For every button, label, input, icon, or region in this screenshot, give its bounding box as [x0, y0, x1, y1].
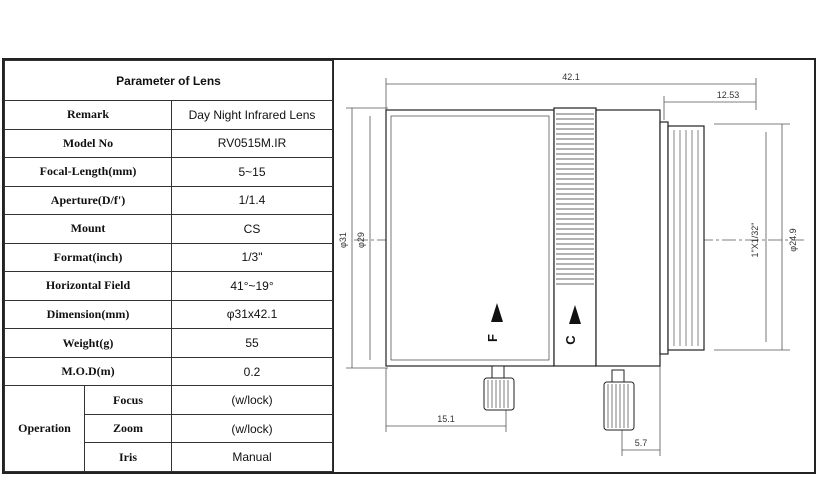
operation-zoom-value: (w/lock) [170, 413, 334, 444]
row-value-aperture: 1/1.4 [170, 185, 334, 216]
row-label-focal-length: Focal-Length(mm) [4, 157, 172, 187]
dim-total-length: 42.1 [562, 72, 580, 82]
lens-drawing: 42.1 12.53 φ31 φ29 1"X1/32" φ24.9 15.1 5… [338, 72, 804, 456]
zoom-screw-knob [603, 381, 635, 431]
dim-body-diameter: φ29 [356, 232, 366, 248]
dim-outer-diameter: φ31 [338, 232, 348, 248]
lens-drawing-panel: 42.1 12.53 φ31 φ29 1"X1/32" φ24.9 15.1 5… [334, 60, 816, 472]
zoom-ring [553, 107, 597, 367]
row-label-remark: Remark [4, 100, 172, 130]
table-title: Parameter of Lens [3, 60, 334, 101]
row-label-mount: Mount [4, 214, 172, 244]
row-label-dimension: Dimension(mm) [4, 299, 172, 330]
row-value-model: RV0515M.IR [170, 128, 334, 159]
dim-rear-diameter: φ24.9 [788, 228, 798, 251]
row-label-model: Model No [4, 128, 172, 159]
row-label-weight: Weight(g) [4, 328, 172, 358]
operation-focus-value: (w/lock) [170, 385, 334, 415]
row-value-dimension: φ31x42.1 [170, 299, 334, 330]
dim-rear-offset: 5.7 [635, 438, 648, 448]
row-label-format: Format(inch) [4, 242, 172, 273]
mount-thread-lines [673, 130, 699, 346]
dim-focus-screw: 15.1 [437, 414, 455, 424]
row-label-aperture: Aperture(D/f') [4, 185, 172, 216]
row-label-mod: M.O.D(m) [4, 356, 172, 387]
zoom-label: C [563, 335, 578, 345]
lens-rear-barrel [595, 109, 661, 367]
zoom-ring-knurling [556, 113, 594, 285]
row-label-horizontal-field: Horizontal Field [4, 271, 172, 301]
dim-mount-length: 12.53 [717, 90, 740, 100]
row-value-format: 1/3" [170, 242, 334, 273]
dim-thread: 1"X1/32" [750, 223, 760, 258]
operation-iris-label: Iris [84, 442, 172, 472]
focus-label: F [485, 334, 500, 342]
focus-screw-knob [483, 377, 515, 411]
zoom-screw-neck [611, 369, 625, 383]
lens-spec-sheet: Parameter of Lens Remark Day Night Infra… [2, 58, 816, 474]
row-value-mount: CS [170, 214, 334, 244]
row-value-remark: Day Night Infrared Lens [170, 100, 334, 130]
row-value-horizontal-field: 41°~19° [170, 271, 334, 301]
focus-arrow-icon [491, 303, 503, 322]
parameter-table-panel: Parameter of Lens Remark Day Night Infra… [3, 60, 334, 472]
operation-focus-label: Focus [84, 385, 172, 415]
operation-iris-value: Manual [170, 442, 334, 472]
operation-label: Operation [4, 385, 85, 472]
zoom-arrow-icon [569, 305, 581, 324]
lens-front-inner [390, 115, 550, 361]
parameter-table: Parameter of Lens Remark Day Night Infra… [3, 60, 334, 472]
focus-screw-neck [491, 365, 505, 379]
operation-zoom-label: Zoom [84, 413, 172, 444]
mount-flange [659, 121, 669, 355]
row-value-weight: 55 [170, 328, 334, 358]
row-value-mod: 0.2 [170, 356, 334, 387]
row-value-focal-length: 5~15 [170, 157, 334, 187]
